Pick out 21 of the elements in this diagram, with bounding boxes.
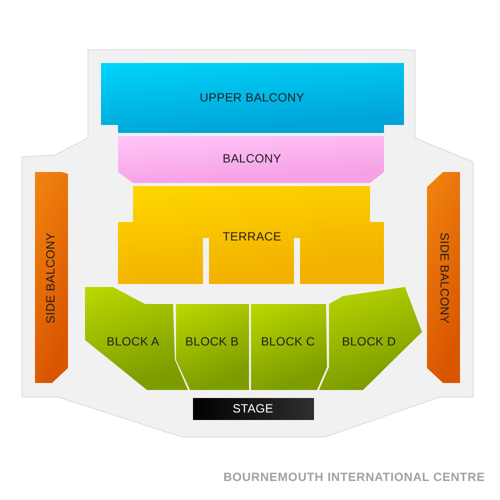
section-label: SIDE BALCONY bbox=[44, 232, 58, 324]
section-label: TERRACE bbox=[222, 230, 282, 244]
seating-section bbox=[118, 136, 384, 183]
section-label: SIDE BALCONY bbox=[438, 232, 450, 324]
section-label: BLOCK D bbox=[342, 336, 396, 348]
seating-section bbox=[176, 304, 249, 390]
seating-section bbox=[101, 63, 404, 133]
stage-label: STAGE bbox=[232, 402, 274, 416]
section-label: BALCONY bbox=[222, 152, 282, 166]
section-label: BLOCK B bbox=[185, 336, 239, 348]
section-label: BLOCK A bbox=[106, 336, 160, 348]
section-label: BLOCK C bbox=[260, 336, 316, 348]
seating-section bbox=[118, 186, 384, 284]
seating-section bbox=[85, 287, 188, 390]
seating-section bbox=[319, 287, 422, 390]
seating-section bbox=[251, 304, 327, 390]
section-label: UPPER BALCONY bbox=[200, 92, 304, 104]
stage-block bbox=[193, 398, 314, 420]
seating-section bbox=[427, 172, 460, 383]
caption: BOURNEMOUTH INTERNATIONAL CENTRE bbox=[223, 470, 485, 484]
seating-section bbox=[35, 172, 68, 383]
